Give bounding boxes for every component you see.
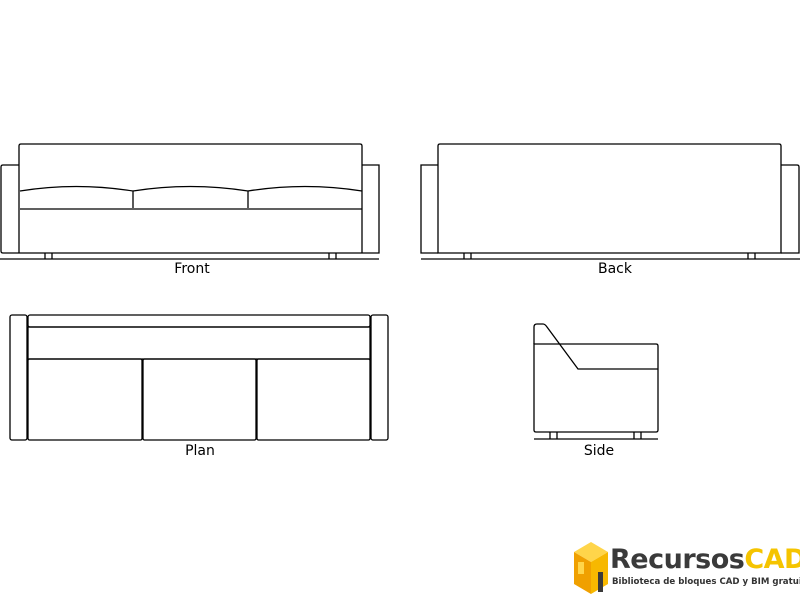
back-view-label: Back — [598, 261, 632, 277]
logo-title-part1: Recursos — [610, 544, 745, 575]
logo-title: RecursosCAD — [610, 546, 800, 574]
plan-view-label: Plan — [185, 443, 215, 459]
back-view — [420, 143, 800, 260]
side-leg — [549, 432, 558, 439]
side-leg — [633, 432, 642, 439]
back-leg — [463, 253, 472, 259]
back-backrest — [437, 143, 782, 254]
plan-left-arm — [9, 314, 28, 441]
front-view — [0, 143, 380, 260]
recursoscad-logo: RecursosCAD Biblioteca de bloques CAD y … — [572, 540, 800, 600]
plan-backrest — [27, 314, 371, 328]
front-backrest — [18, 143, 363, 253]
plan-right-arm — [370, 314, 389, 441]
front-left-arm — [0, 164, 19, 254]
front-view-label: Front — [174, 261, 210, 277]
plan-back-cushion — [27, 326, 371, 360]
side-view — [533, 323, 659, 440]
logo-title-part2: CAD — [744, 544, 800, 575]
back-leg — [747, 253, 756, 259]
plan-seat-cushion — [142, 358, 257, 441]
front-right-arm — [362, 164, 380, 254]
side-body — [533, 343, 659, 433]
back-left-arm — [420, 164, 438, 254]
front-cushion — [132, 185, 249, 208]
logo-tagline: Biblioteca de bloques CAD y BIM gratuita — [612, 577, 800, 587]
front-cushion — [19, 185, 134, 208]
back-right-arm — [781, 164, 800, 254]
plan-seat-cushion — [27, 358, 143, 441]
recursoscad-logo-icon — [574, 542, 608, 594]
front-leg — [44, 253, 53, 259]
plan-view — [9, 314, 389, 441]
front-leg — [328, 253, 337, 259]
front-cushion — [247, 185, 363, 192]
side-view-label: Side — [583, 443, 615, 459]
plan-seat-cushion — [256, 358, 371, 441]
side-backrest — [533, 323, 658, 370]
